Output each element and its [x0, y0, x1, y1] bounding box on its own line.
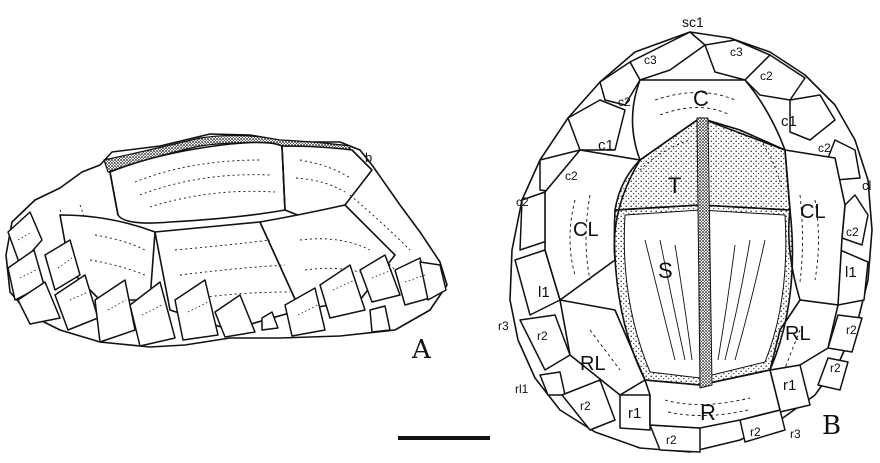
- label-a-b: b: [365, 150, 372, 165]
- label-r2-left-lower: r2: [580, 399, 591, 413]
- label-cl-small: cl: [862, 178, 872, 193]
- label-r3-left: r3: [498, 319, 509, 333]
- label-sc1: sc1: [682, 14, 704, 30]
- label-r1-left: r1: [628, 405, 641, 422]
- label-l1-left: l1: [538, 284, 550, 301]
- label-r2-bottom-left: r2: [666, 433, 677, 447]
- label-r: R: [700, 400, 716, 425]
- label-r3-right: r3: [790, 427, 801, 441]
- label-c2-left-low: c2: [516, 195, 529, 209]
- panel-a-label-layer: b: [365, 150, 372, 165]
- label-r1-right: r1: [783, 377, 796, 394]
- panel-b-letter: B: [822, 411, 841, 441]
- label-cl-left: CL: [573, 219, 599, 241]
- label-c3-right: c3: [730, 45, 743, 59]
- label-r2-right-mid: r2: [830, 361, 841, 375]
- label-s: S: [658, 258, 673, 283]
- label-c2-right-mid: c2: [818, 141, 831, 155]
- label-c2-right-top: c2: [760, 69, 773, 83]
- label-l1-right: l1: [845, 264, 857, 281]
- label-t: T: [668, 173, 681, 198]
- panel-a-drawing: [6, 134, 447, 347]
- label-r2-left-upper: r2: [537, 329, 548, 343]
- label-c1-left: c1: [598, 137, 614, 154]
- label-rl-left: RL: [580, 353, 606, 375]
- label-r2-right-upper: r2: [846, 323, 857, 337]
- label-c2-left-top: c2: [618, 95, 631, 109]
- label-c: C: [693, 86, 709, 111]
- panel-a-letter: A: [411, 335, 432, 365]
- label-c3-left: c3: [644, 53, 657, 67]
- label-c2-right-low: c2: [846, 225, 859, 239]
- label-cl-right: CL: [800, 201, 826, 223]
- panel-b-drawing: [510, 32, 872, 452]
- label-rl-right: RL: [785, 323, 811, 345]
- label-rl1: rl1: [515, 382, 529, 396]
- label-c2-left-mid: c2: [565, 169, 578, 183]
- label-r2-bottom-right: r2: [750, 425, 761, 439]
- label-c1-right: c1: [781, 113, 797, 130]
